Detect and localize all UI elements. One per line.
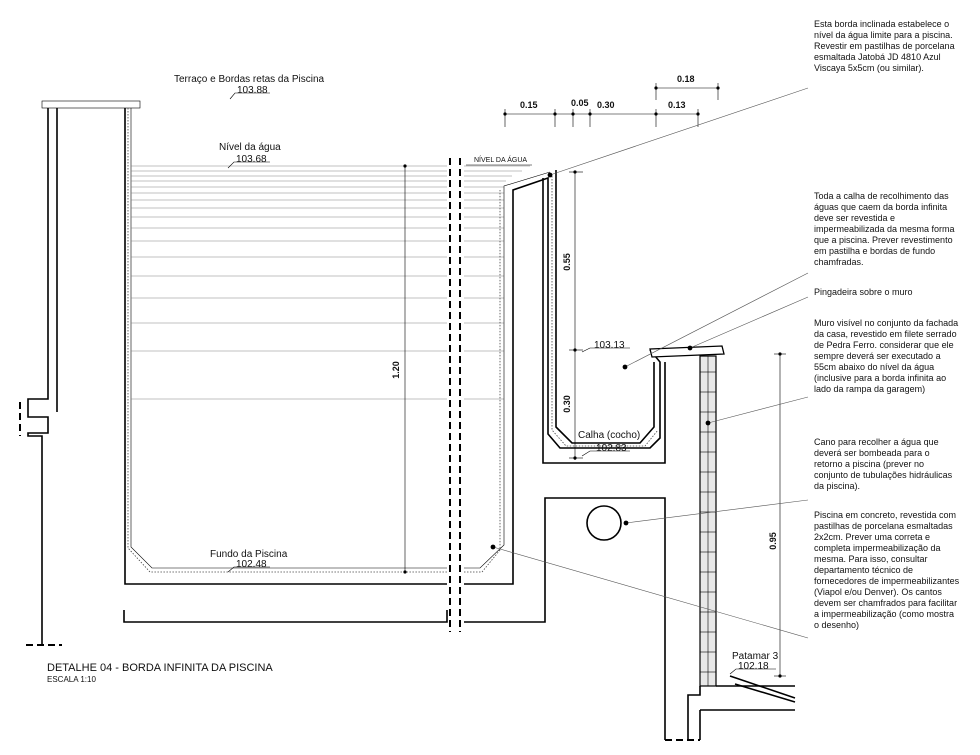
pool-floor-label: Fundo da Piscina bbox=[210, 549, 288, 560]
dim-013: 0.13 bbox=[668, 100, 686, 110]
pingadeira bbox=[649, 345, 725, 358]
top-dimensions: 0.15 0.05 0.30 0.18 0.13 bbox=[503, 74, 720, 127]
water-level-elevation: 103.68 bbox=[236, 154, 267, 165]
note-pipe: Cano para recolher a água que deverá ser… bbox=[814, 437, 955, 491]
note-gutter: Toda a calha de recolhimento das águas q… bbox=[814, 191, 957, 267]
landing-elevation: 102.18 bbox=[738, 661, 769, 672]
terrace-coping bbox=[41, 100, 141, 109]
terrace-label: Terraço e Bordas retas da Piscina bbox=[174, 74, 325, 85]
landing-label: Patamar 3 bbox=[732, 651, 779, 662]
water-level-label: Nível da água bbox=[219, 142, 281, 153]
vertical-dimensions: 0.55 0.30 1.20 0.95 bbox=[391, 164, 786, 678]
pool-floor-elevation: 102.48 bbox=[236, 559, 267, 570]
gutter-top-elevation: 103.13 bbox=[594, 340, 625, 351]
drain-pipe-icon bbox=[586, 505, 622, 541]
detail-title: DETALHE 04 - BORDA INFINITA DA PISCINA bbox=[47, 662, 273, 674]
dim-120: 1.20 bbox=[391, 361, 401, 379]
dim-018: 0.18 bbox=[677, 74, 695, 84]
dim-005: 0.05 bbox=[571, 98, 589, 108]
dim-095: 0.95 bbox=[768, 532, 778, 550]
level-labels: Terraço e Bordas retas da Piscina 103.88… bbox=[174, 74, 779, 675]
notes: Esta borda inclinada estabelece o nível … bbox=[814, 19, 962, 630]
terrace-elevation: 103.88 bbox=[237, 85, 268, 96]
dim-055: 0.55 bbox=[562, 253, 572, 271]
leader-lines bbox=[490, 87, 809, 639]
note-wall: Muro visível no conjunto da fachada da c… bbox=[814, 318, 961, 394]
note-pool: Piscina em concreto, revestida com pasti… bbox=[814, 510, 962, 630]
water-lines bbox=[131, 165, 530, 400]
stone-wall bbox=[649, 345, 796, 741]
break-lines bbox=[449, 158, 461, 632]
detail-scale: ESCALA 1:10 bbox=[47, 675, 96, 684]
water-level-caps-label: NÍVEL DA ÁGUA bbox=[474, 155, 527, 164]
note-drip-edge: Pingadeira sobre o muro bbox=[814, 287, 913, 297]
title-block: DETALHE 04 - BORDA INFINITA DA PISCINA E… bbox=[47, 662, 273, 684]
dim-030: 0.30 bbox=[597, 100, 615, 110]
note-sloped-edge: Esta borda inclinada estabelece o nível … bbox=[814, 19, 957, 73]
gutter-label: Calha (cocho) bbox=[578, 430, 640, 441]
infinity-edge-structure bbox=[464, 170, 666, 740]
left-wall bbox=[19, 100, 448, 646]
gutter-elevation: 102.83 bbox=[596, 443, 627, 454]
stone-pattern bbox=[700, 356, 716, 686]
dim-030-vertical: 0.30 bbox=[562, 395, 572, 413]
dim-015: 0.15 bbox=[520, 100, 538, 110]
